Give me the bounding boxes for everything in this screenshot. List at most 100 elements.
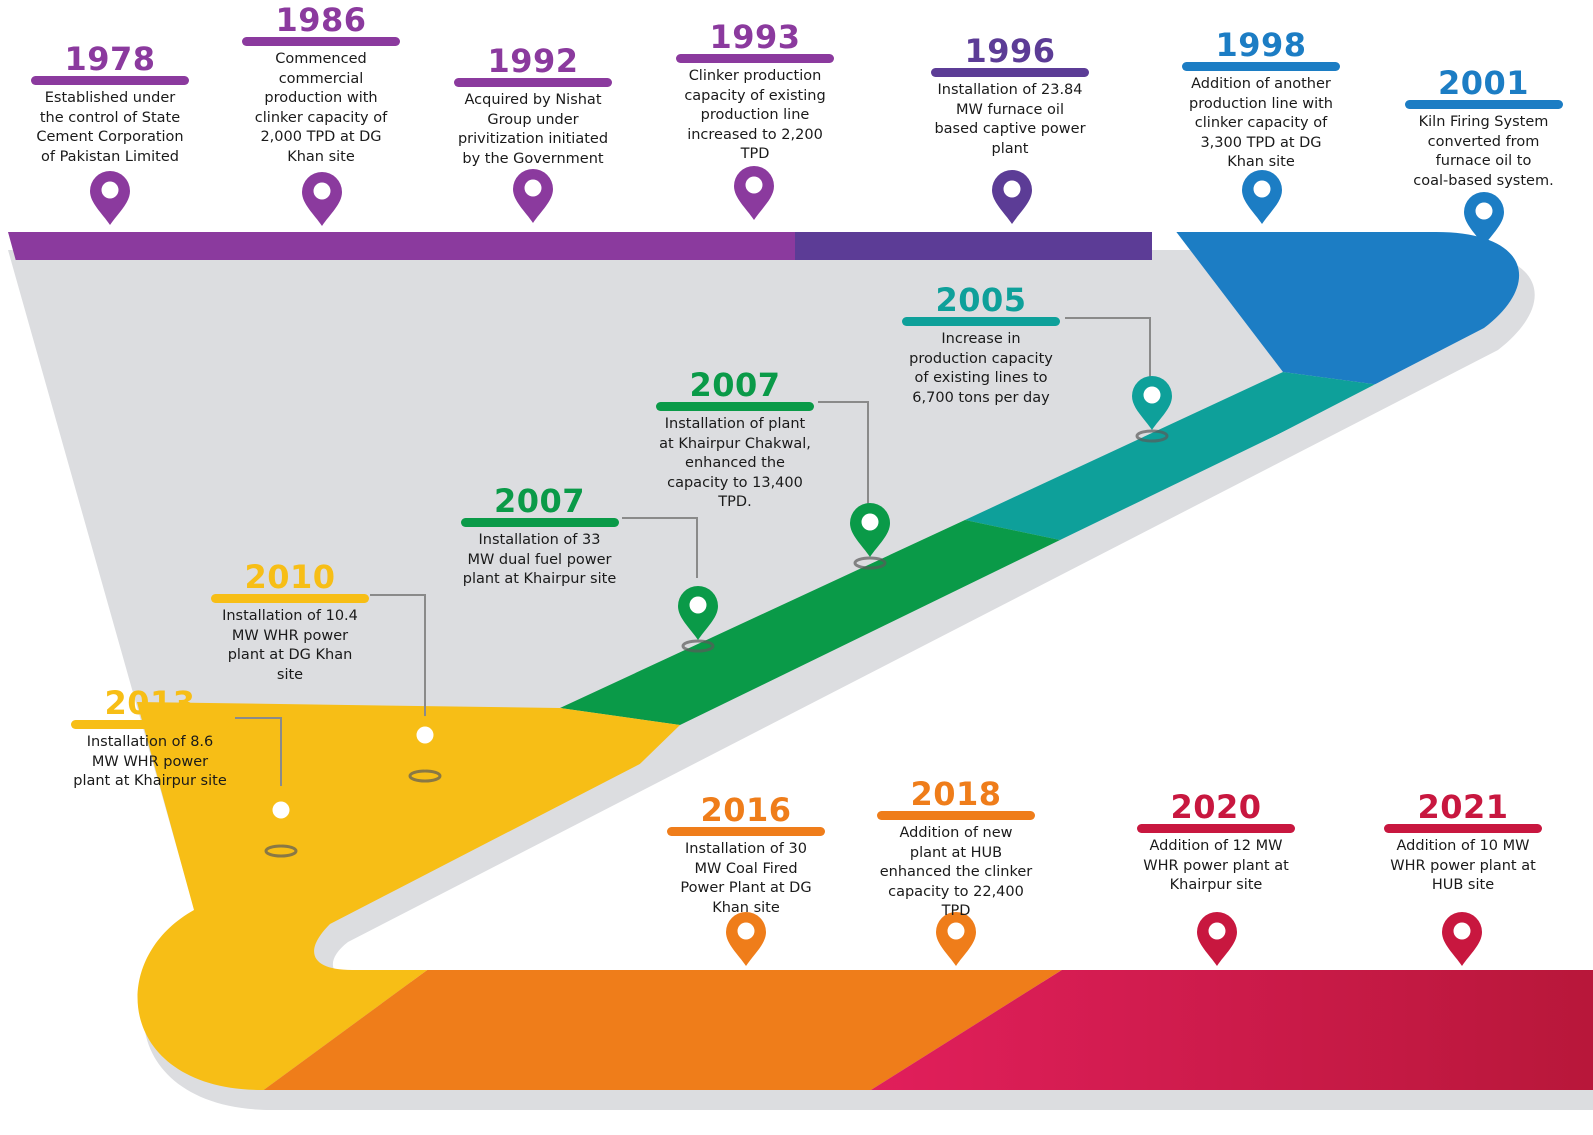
description-line: Addition of another (1191, 76, 1331, 92)
milestone-year: 2020 (1170, 788, 1262, 826)
year-underline-bar (877, 811, 1035, 820)
connector-2005 (1065, 317, 1151, 382)
pin-ground-ring (853, 556, 887, 570)
road-band-green (560, 520, 1060, 725)
description-line: Installation of plant (664, 416, 806, 432)
road-band-purple (8, 232, 795, 260)
description-line: HUB site (1431, 877, 1495, 893)
description-line: plant at Khairpur site (462, 571, 617, 587)
description-line: TPD. (718, 494, 752, 510)
location-pin-icon (405, 716, 445, 783)
description-line: production line (700, 107, 810, 123)
description-line: increased to 2,200 (687, 126, 823, 143)
pin-hole (737, 922, 755, 940)
milestone-year: 2007 (689, 366, 781, 404)
pin-hole (1143, 386, 1161, 404)
description-line: Khairpur site (1169, 877, 1263, 893)
milestone-year: 1998 (1215, 26, 1307, 64)
description-line: Cement Corporation (36, 129, 184, 145)
location-pin-icon (302, 172, 342, 226)
description-line: Installation of 10.4 (222, 608, 358, 624)
description-line: 6,700 tons per day (912, 389, 1050, 406)
description-line: production with (264, 90, 378, 106)
location-pin-icon (261, 791, 301, 858)
pin-hole (416, 726, 434, 744)
location-pin-icon (1197, 912, 1237, 966)
year-underline-bar (1404, 100, 1563, 109)
milestone-year: 1978 (64, 40, 156, 78)
description-line: Kiln Firing System (1418, 114, 1549, 130)
year-underline-bar (656, 402, 814, 411)
description-line: plant at HUB (909, 844, 1003, 861)
pin-hole (947, 922, 965, 940)
pin-ground-ring (408, 769, 442, 783)
milestone-year: 2013 (104, 684, 196, 722)
description-line: Khan site (712, 899, 780, 916)
year-underline-bar (31, 76, 189, 85)
description-line: converted from (1427, 133, 1540, 150)
pin-hole (861, 513, 879, 531)
description-line: Addition of 10 MW (1396, 838, 1530, 854)
description-line: MW Coal Fired (694, 860, 798, 877)
description-line: MW furnace oil (956, 101, 1064, 118)
description-line: Addition of 12 MW (1149, 838, 1283, 854)
description-line: of Pakistan Limited (41, 148, 179, 165)
description-line: production line with (1188, 95, 1333, 112)
year-underline-bar (71, 720, 229, 729)
pin-hole (313, 182, 331, 200)
location-pin-icon (678, 586, 718, 653)
milestone-description: Clinker production capacity of existing pr… (675, 67, 835, 165)
description-line: enhanced the (685, 455, 785, 471)
road-band-yellow (8, 700, 680, 1090)
location-pin-icon (90, 171, 130, 225)
description-line: plant at Khairpur site (73, 773, 227, 789)
milestone-year: 2007 (493, 482, 586, 520)
pin-hole (272, 801, 290, 819)
description-line: Power Plant at DG (680, 880, 812, 896)
description-line: Clinker production (688, 68, 822, 84)
description-line: plant at DG Khan (227, 647, 353, 663)
description-line: 3,300 TPD at DG (1200, 134, 1322, 151)
connector-2010 (370, 594, 426, 719)
milestone-year: 1986 (275, 1, 367, 39)
description-line: MW WHR power (231, 627, 349, 644)
year-underline-bar (242, 37, 400, 46)
location-pin-icon (850, 503, 890, 570)
description-line: of existing lines to (914, 370, 1048, 386)
milestone-year: 2021 (1417, 788, 1509, 826)
description-line: 2,000 TPD at DG (260, 129, 382, 145)
pin-hole (1003, 180, 1021, 198)
road-band-orange (250, 968, 1065, 1090)
description-line: privitization initiated (457, 131, 609, 147)
description-line: TPD (941, 903, 971, 919)
location-pin-icon (1464, 192, 1504, 246)
pin-ground-ring (681, 639, 715, 653)
pin-layer (90, 166, 1504, 966)
milestone-year: 2016 (700, 791, 792, 829)
location-pin-icon (936, 912, 976, 966)
location-pin-icon (513, 169, 553, 223)
milestone-year: 2001 (1437, 64, 1530, 102)
description-line: coal-based system. (1413, 172, 1554, 189)
description-line: Commenced (275, 51, 367, 67)
description-line: by the Government (462, 150, 604, 167)
description-line: Installation of 30 (685, 841, 807, 857)
description-line: capacity of existing (684, 87, 826, 104)
